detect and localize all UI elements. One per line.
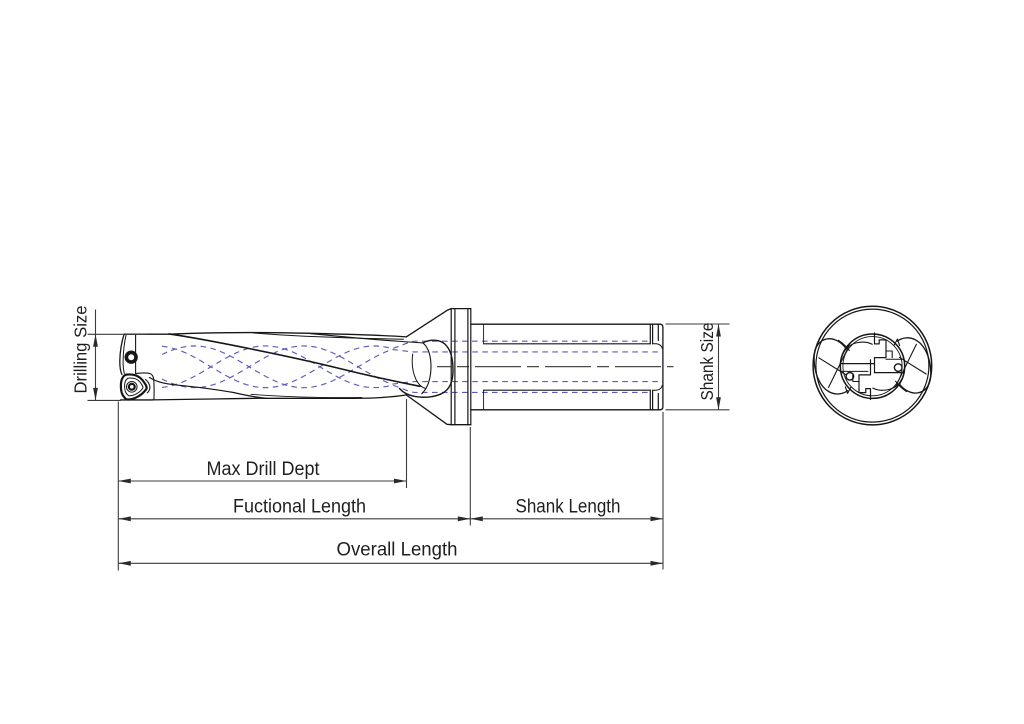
svg-text:Shank Length: Shank Length (516, 496, 621, 517)
svg-text:Shank Size: Shank Size (697, 323, 717, 401)
svg-text:Max Drill Dept: Max Drill Dept (207, 459, 321, 480)
svg-text:Overall Length: Overall Length (337, 540, 458, 561)
svg-text:Fuctional Length: Fuctional Length (233, 496, 366, 517)
svg-text:Drilling Size: Drilling Size (71, 306, 91, 394)
